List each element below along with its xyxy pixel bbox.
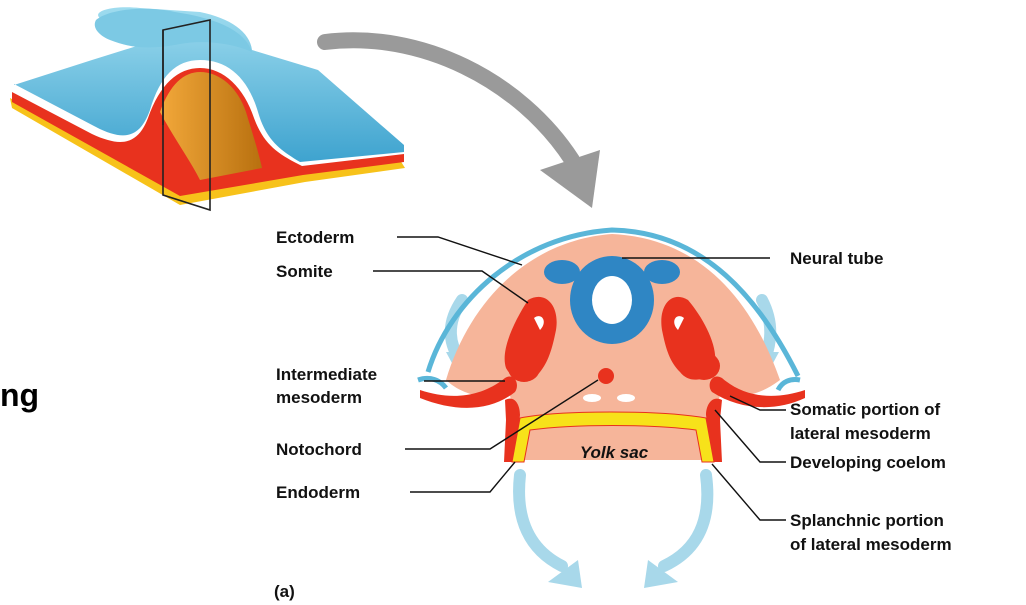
labels-left: Ectoderm Somite Intermediate mesoderm No… bbox=[276, 228, 377, 502]
label-ectoderm: Ectoderm bbox=[276, 228, 354, 247]
label-splanchnic-2: of lateral mesoderm bbox=[790, 535, 952, 554]
label-intermediate-2: mesoderm bbox=[276, 388, 362, 407]
partial-heading-text: ng bbox=[0, 377, 39, 413]
intermediate-mesoderm-left bbox=[508, 354, 540, 382]
label-developing-coelom: Developing coelom bbox=[790, 453, 946, 472]
label-splanchnic-1: Splanchnic portion bbox=[790, 511, 944, 530]
label-endoderm: Endoderm bbox=[276, 483, 360, 502]
yolk-arrow-left bbox=[519, 475, 562, 566]
label-somatic-1: Somatic portion of bbox=[790, 400, 941, 419]
label-somite: Somite bbox=[276, 262, 333, 281]
intermediate-mesoderm-right bbox=[688, 352, 720, 380]
label-neural-tube: Neural tube bbox=[790, 249, 884, 268]
notochord bbox=[598, 368, 614, 384]
yolk-sac-label: Yolk sac bbox=[580, 443, 649, 462]
label-somatic-2: lateral mesoderm bbox=[790, 424, 931, 443]
labels-right: Neural tube Somatic portion of lateral m… bbox=[790, 249, 952, 554]
cross-section: Yolk sac bbox=[418, 230, 805, 588]
label-intermediate-1: Intermediate bbox=[276, 365, 377, 384]
panel-label: (a) bbox=[274, 582, 295, 601]
yolk-arrow-right bbox=[664, 475, 707, 566]
label-notochord: Notochord bbox=[276, 440, 362, 459]
